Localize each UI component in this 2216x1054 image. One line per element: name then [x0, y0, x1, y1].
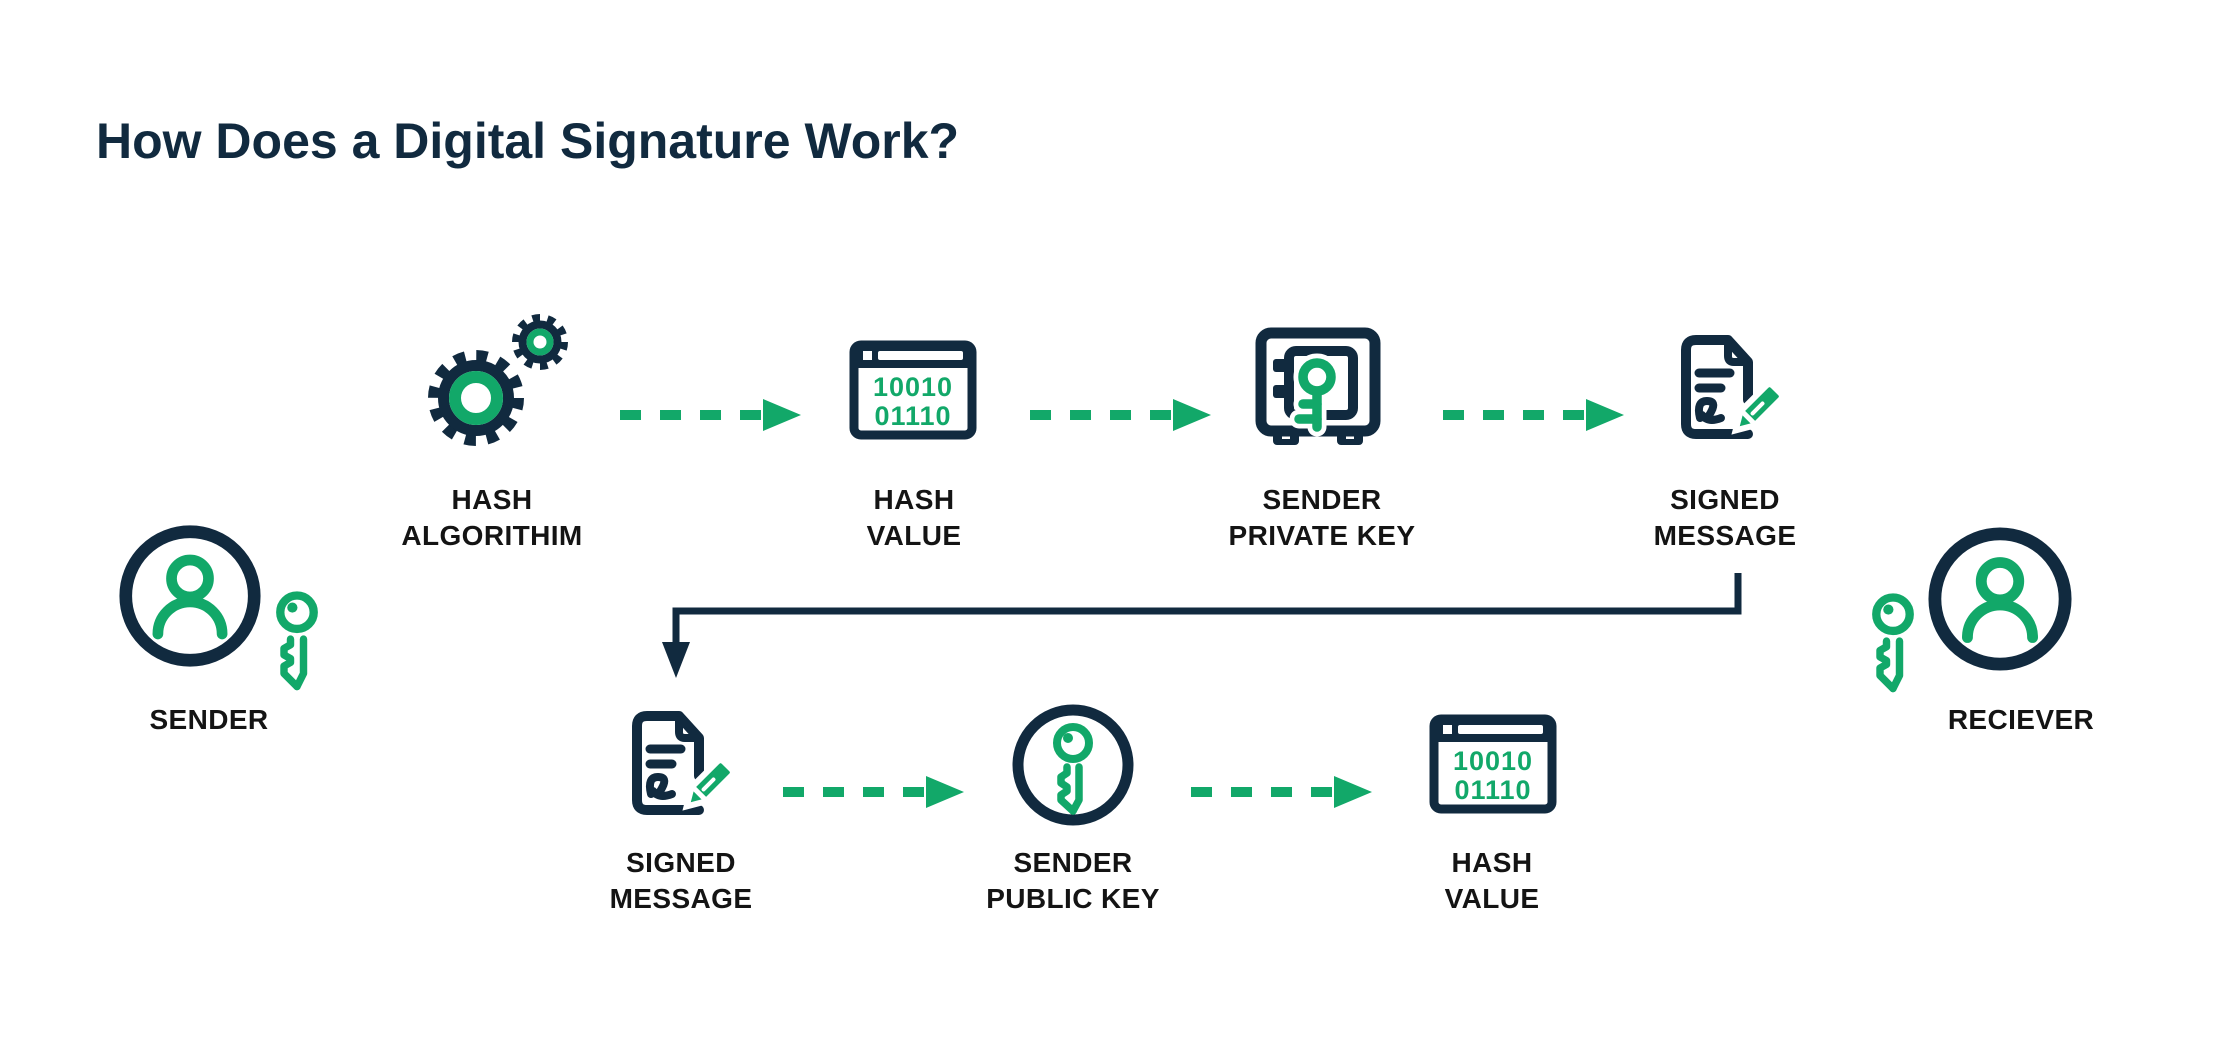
hash-value-top-icon: 10010 01110 [849, 340, 977, 440]
receiver-person-icon [1928, 527, 2072, 671]
receiver-key-icon [1872, 593, 1914, 693]
signed-message-bottom-label: SIGNED MESSAGE [609, 847, 753, 914]
sender-private-key-label: SENDER PRIVATE KEY [1228, 484, 1416, 551]
dashed-arrow-5 [1191, 776, 1372, 808]
hash-value-top-label: HASH VALUE [866, 484, 962, 551]
dashed-arrow-3 [1443, 399, 1624, 431]
dashed-arrow-1 [620, 399, 801, 431]
binary-text-line1: 10010 [1453, 746, 1533, 776]
sender-private-key-safe-icon [1255, 327, 1381, 445]
hash-algorithm-gears-icon [428, 314, 568, 446]
signed-message-top-icon [1681, 335, 1783, 439]
signed-message-bottom-icon [632, 711, 734, 815]
sender-person-icon [119, 525, 261, 667]
sender-public-key-icon [1012, 704, 1134, 826]
binary-text-line2: 01110 [874, 401, 951, 431]
hash-value-bottom-label: HASH VALUE [1444, 847, 1540, 914]
signed-message-connector-arrow [662, 573, 1742, 678]
sender-label: SENDER [149, 704, 269, 735]
receiver-label: RECIEVER [1947, 704, 2095, 735]
dashed-arrow-4 [783, 776, 964, 808]
diagram-title: How Does a Digital Signature Work? [96, 113, 960, 169]
binary-text-line2: 01110 [1454, 775, 1531, 805]
sender-public-key-label: SENDER PUBLIC KEY [986, 847, 1160, 914]
dashed-arrow-2 [1030, 399, 1211, 431]
hash-value-bottom-icon: 10010 01110 [1429, 714, 1557, 814]
binary-text-line1: 10010 [873, 372, 953, 402]
hash-algorithm-label: HASH ALGORITHIM [401, 484, 583, 551]
signed-message-top-label: SIGNED MESSAGE [1653, 484, 1797, 551]
sender-key-icon [276, 591, 318, 691]
